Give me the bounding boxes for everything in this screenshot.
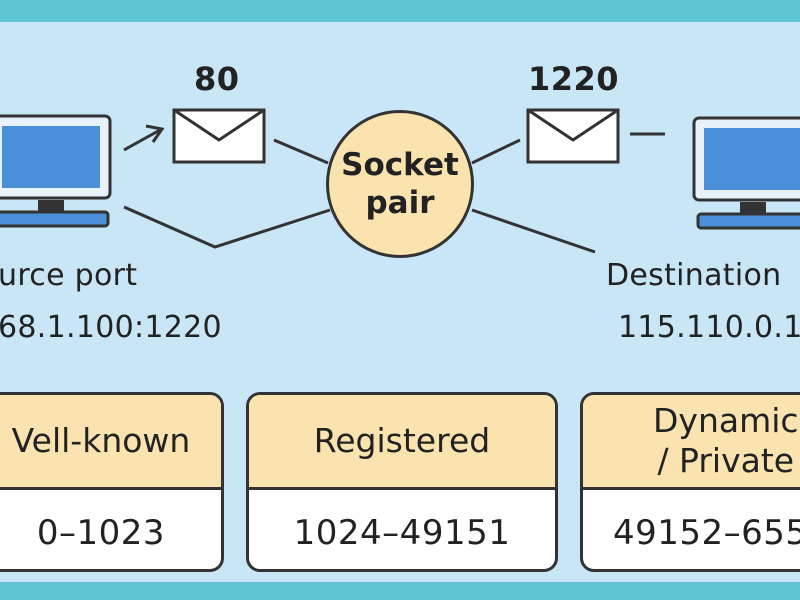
source-arrow-head (145, 124, 165, 143)
wire-env1-socket (273, 138, 329, 165)
range-name: Vell-known (0, 395, 221, 490)
range-values-text: 1024–49151 (293, 512, 511, 553)
socket-pair-label: Socket pair (341, 147, 459, 221)
range-name: Registered (249, 395, 555, 490)
wire-source-socket (123, 205, 331, 249)
source-computer-icon (0, 114, 112, 228)
destination-label: Destination (606, 258, 782, 293)
wire-socket-dest (471, 208, 596, 254)
range-values: 0–1023 (0, 490, 221, 569)
diagram-canvas: 80 1220 Socket pair urce port 68.1.100:1… (0, 22, 800, 582)
range-values-text: 0–1023 (36, 512, 166, 553)
wire-socket-env2 (471, 138, 521, 165)
range-name-text: Vell-known (11, 421, 191, 460)
source-port-label: urce port (0, 258, 138, 293)
range-values: 1024–49151 (249, 490, 555, 569)
destination-address: 115.110.0.1 (618, 310, 800, 345)
destination-port-number: 1220 (528, 60, 620, 98)
envelope-icon (526, 108, 620, 164)
range-box-dynamic-private: Dynamic / Private 49152–655 (580, 392, 800, 572)
range-name-text: Registered (313, 421, 491, 460)
source-port-number: 80 (194, 60, 240, 98)
connection-lines (123, 124, 665, 254)
socket-pair-node: Socket pair (326, 110, 474, 258)
range-values-text: 49152–655 (613, 512, 800, 553)
range-name-text: Dynamic / Private (653, 401, 799, 480)
range-name: Dynamic / Private (583, 395, 800, 490)
range-box-registered: Registered 1024–49151 (246, 392, 558, 572)
source-arrow-line (123, 128, 161, 152)
envelope-icon (172, 108, 266, 164)
range-values: 49152–655 (583, 490, 800, 569)
source-address: 68.1.100:1220 (0, 310, 222, 345)
range-box-well-known: Vell-known 0–1023 (0, 392, 224, 572)
destination-computer-icon (692, 116, 800, 230)
